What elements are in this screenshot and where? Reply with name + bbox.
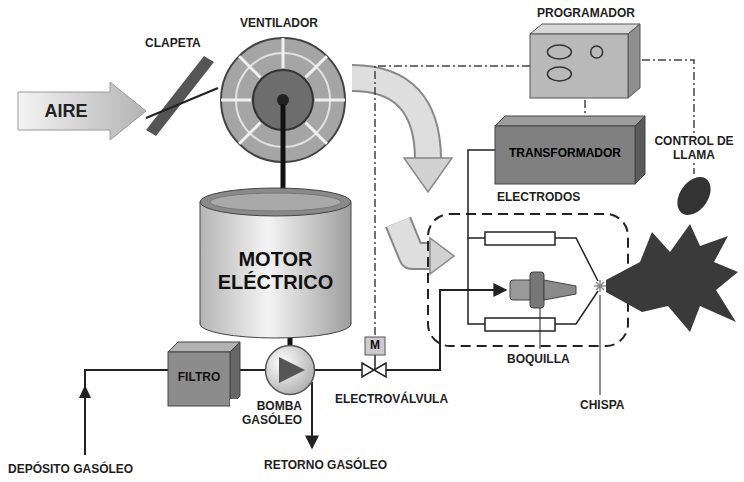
valve-symbol <box>362 363 374 377</box>
air-flow-arrow <box>398 222 454 274</box>
ignition-wire <box>468 150 496 238</box>
valve-motor-box: M <box>365 337 385 355</box>
electrode <box>485 318 555 331</box>
programmer-box: PROGRAMADOR <box>530 6 642 100</box>
part-label: DEPÓSITO GASÓLEO <box>6 462 135 476</box>
fan-shaft <box>281 104 286 198</box>
pump-symbol-outline <box>265 345 315 395</box>
fuel-pipe <box>386 290 506 370</box>
air-arrow: AIRE <box>18 82 146 140</box>
node-text: M <box>370 339 380 353</box>
flame <box>606 224 738 332</box>
valve-symbol <box>374 363 386 377</box>
part-label: RETORNO GASÓLEO <box>262 458 389 472</box>
leader-line <box>600 295 601 395</box>
node-text: FILTRO <box>178 371 220 385</box>
electrode <box>485 232 555 245</box>
motor-cylinder: MOTOR ELÉCTRICO <box>200 188 351 338</box>
damper-plate <box>146 56 214 136</box>
node-text: TRANSFORMADOR <box>509 147 621 161</box>
spark <box>594 280 606 292</box>
burner-head-outline <box>428 214 628 346</box>
control-wire <box>584 100 586 117</box>
node-text: BOMBA GASÓLEO <box>230 399 302 427</box>
return-pipe <box>311 382 313 448</box>
filter-box: FILTRO <box>168 342 240 406</box>
fuel-supply-pipe <box>85 370 168 455</box>
part-label: BOQUILLA <box>505 352 572 366</box>
part-label: CHISPA <box>578 398 626 412</box>
pipe-connector <box>240 369 265 371</box>
electrode-tip <box>555 238 598 281</box>
node-text: AIRE <box>44 101 87 122</box>
part-label: ELECTROVÁLVULA <box>333 392 450 406</box>
transformer-box: TRANSFORMADOR <box>495 116 645 184</box>
part-label: ELECTRODOS <box>495 190 582 204</box>
nozzle <box>510 272 576 308</box>
damper-axis <box>146 88 218 118</box>
node-text: MOTOR ELÉCTRICO <box>208 248 343 294</box>
part-label: CONTROL DE LLAMA <box>650 134 738 162</box>
part-label: VENTILADOR <box>238 16 320 30</box>
leader-line <box>540 308 541 349</box>
ignition-wire <box>468 238 485 324</box>
valve-stem <box>374 355 376 369</box>
flame-sensor <box>670 171 717 221</box>
pump-symbol: BOMBA GASÓLEO <box>265 345 315 395</box>
part-label: CLAPETA <box>143 36 203 50</box>
programmer-box-outline <box>530 6 642 100</box>
fuel-pipe <box>315 369 362 371</box>
flow-arrow <box>79 385 91 398</box>
air-flow-arrow <box>352 78 452 192</box>
node-text: PROGRAMADOR <box>530 6 642 20</box>
